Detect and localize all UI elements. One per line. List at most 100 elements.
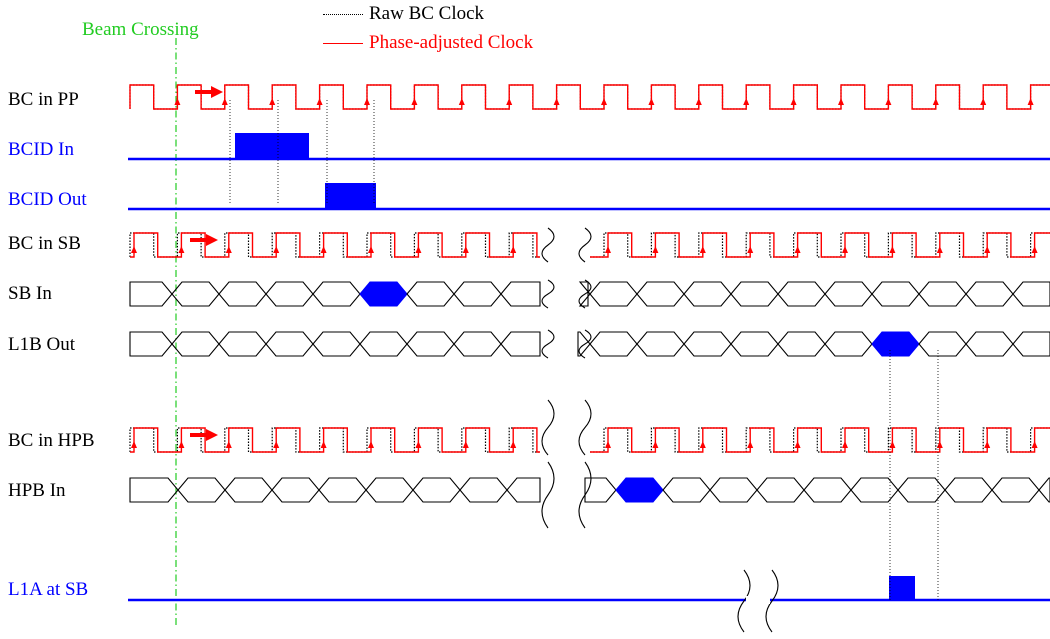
sb-in-cell (265, 281, 314, 307)
bc-pp-edge-arrow (790, 98, 797, 105)
hpb-in-cell (944, 477, 993, 503)
legend-phase-clock: Phase-adjusted Clock (323, 33, 533, 53)
hpb-in-cell (1038, 477, 1050, 503)
sb-in-cell (453, 281, 502, 307)
sb-in-break-left (541, 279, 555, 309)
bc-sb-raw-clock-0 (129, 232, 540, 258)
l1b-out-cell (589, 331, 638, 357)
label-l1b-out: L1B Out (8, 334, 76, 355)
hpb-in-cell (506, 477, 541, 503)
label-l1a-at-sb: L1A at SB (8, 579, 89, 600)
hpb-in-break-right (578, 461, 592, 529)
bc-hpb-edge-arrow (984, 441, 991, 448)
bc-pp-edge-arrow (885, 98, 892, 105)
bc-hpb-edge-arrow (652, 441, 659, 448)
bc-hpb-raw-clock-1 (590, 427, 1050, 453)
bc-pp-edge-arrow (648, 98, 655, 105)
hpb-in-cell (318, 477, 367, 503)
sb-clock-break-left (541, 227, 555, 263)
hpb-in-cell (177, 477, 226, 503)
bc-hpb-edge-arrow (225, 441, 232, 448)
bc-hpb-edge-arrow (178, 441, 185, 448)
legend-raw-line-icon (323, 13, 363, 15)
bc-pp-phase-clock-0 (129, 84, 1050, 110)
l1b-out-cell (129, 331, 173, 357)
bc-pp-edge-arrow (364, 98, 370, 105)
bc-pp-edge-arrow (458, 98, 465, 105)
label-sb-in: SB In (8, 283, 52, 304)
hpb-in-cell (662, 477, 711, 503)
sb-in-cell (683, 281, 732, 307)
bc-pp-edge-arrow (506, 98, 513, 105)
bc-sb-edge-arrow (510, 246, 517, 253)
label-hpb-in: HPB In (8, 480, 66, 501)
bc-hpb-raw-clock-0 (129, 427, 540, 453)
bc-sb-edge-arrow (131, 246, 137, 253)
label-bc-in-sb: BC in SB (8, 233, 81, 254)
bc-pp-shift-arrow-head (211, 86, 223, 98)
bcid-out-pulse (325, 183, 376, 209)
bc-pp-edge-arrow (411, 98, 418, 105)
bc-pp-edge-arrow (221, 98, 228, 105)
bc-pp-edge-arrow (932, 98, 939, 105)
bc-hpb-phase-clock-0 (130, 427, 540, 453)
bc-hpb-edge-arrow (273, 441, 280, 448)
sb-in-cell (1012, 281, 1050, 307)
bc-sb-edge-arrow (889, 246, 896, 253)
bc-hpb-edge-arrow (462, 441, 469, 448)
label-bcid-in: BCID In (8, 139, 74, 160)
sb-in-cell (218, 281, 267, 307)
bc-pp-edge-arrow (174, 98, 181, 105)
bc-pp-edge-arrow (269, 98, 276, 105)
l1a-pulse (889, 576, 915, 600)
l1b-out-cell (406, 331, 455, 357)
beam-crossing-label: Beam Crossing (82, 19, 199, 40)
hpb-clock-break-left (541, 399, 555, 456)
bc-sb-shift-arrow-head (206, 234, 218, 246)
bc-pp-edge-arrow (980, 98, 987, 105)
sb-in-active-cell (359, 281, 408, 307)
sb-in-cell (730, 281, 779, 307)
sb-in-cell (965, 281, 1014, 307)
bc-sb-edge-arrow (842, 246, 848, 253)
hpb-in-cell (129, 477, 179, 503)
bc-sb-edge-arrow (605, 246, 611, 253)
l1a-break-gap (746, 596, 770, 604)
bc-hpb-edge-arrow (794, 441, 801, 448)
hpb-in-cell (412, 477, 461, 503)
label-bcid-out: BCID Out (8, 189, 87, 210)
hpb-in-cell (803, 477, 852, 503)
bc-pp-edge-arrow (553, 98, 560, 105)
bc-pp-edge-arrow (601, 98, 607, 105)
bc-hpb-edge-arrow (1031, 441, 1038, 448)
l1a-break-left (737, 569, 751, 633)
label-bc-in-hpb: BC in HPB (8, 430, 95, 451)
l1b-out-cell (1012, 331, 1050, 357)
bc-sb-phase-clock-0 (130, 232, 540, 258)
hpb-in-cell (850, 477, 899, 503)
bc-hpb-edge-arrow (415, 441, 422, 448)
bc-hpb-edge-arrow (368, 441, 374, 448)
bc-sb-edge-arrow (984, 246, 991, 253)
hpb-in-cell (756, 477, 805, 503)
l1b-out-cell (777, 331, 826, 357)
l1a-break-right (765, 569, 779, 633)
bc-sb-edge-arrow (1031, 246, 1038, 253)
bc-sb-edge-arrow (747, 246, 754, 253)
bc-hpb-edge-arrow (131, 441, 137, 448)
l1b-out-cell (824, 331, 873, 357)
hpb-in-cell (709, 477, 758, 503)
l1b-out-cell (359, 331, 408, 357)
hpb-in-cell (365, 477, 414, 503)
bc-hpb-edge-arrow (889, 441, 896, 448)
l1b-out-cell (312, 331, 361, 357)
bc-pp-edge-arrow (838, 98, 844, 105)
bc-sb-edge-arrow (273, 246, 280, 253)
l1b-out-cell (265, 331, 314, 357)
bc-hpb-edge-arrow (320, 441, 327, 448)
bc-hpb-phase-clock-1 (590, 427, 1050, 453)
bc-hpb-edge-arrow (510, 441, 517, 448)
l1b-out-cell (730, 331, 779, 357)
hpb-in-active-cell (615, 477, 664, 503)
